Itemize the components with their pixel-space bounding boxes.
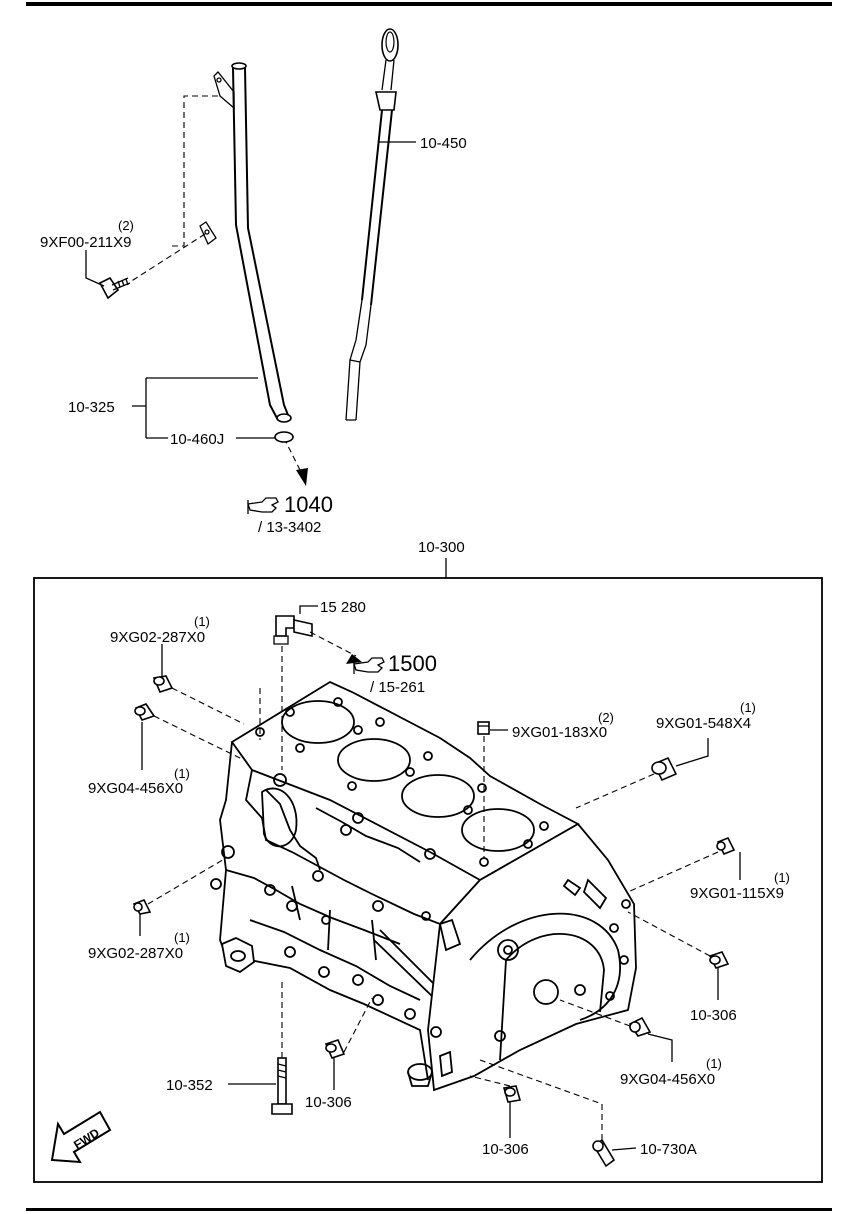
label-plug-f-qty: (1) [174,930,190,945]
label-assembly: 10-300 [418,539,465,556]
pin-bottom[interactable] [502,1085,522,1103]
tube-bolt[interactable] [98,276,131,300]
arrow-to-ref [346,654,362,664]
plug-g[interactable] [628,1016,652,1037]
plug-f[interactable] [132,898,152,915]
label-o-ring: 10-460J [170,431,224,448]
leader-tube-bracket [132,377,258,439]
dashed-guide [283,437,301,471]
pin-front[interactable] [324,1039,346,1059]
top-rule [26,2,832,6]
ref-1500[interactable]: 1500 / 15-261 [353,651,437,696]
svg-text:1500: 1500 [388,651,437,676]
label-plug-b-qty: (1) [174,766,190,781]
assembly-frame [33,577,823,1183]
dipstick[interactable] [345,28,399,421]
bottom-rule [26,1208,832,1211]
label-plug-b: 9XG04-456X0 [88,780,183,797]
engine-block [210,680,637,1092]
label-plug-e-qty: (1) [774,870,790,885]
label-plug-c: 9XG01-183X0 [512,724,607,741]
dashed-guide [172,95,218,247]
label-plug-g-qty: (1) [706,1056,722,1071]
leader-bolt [85,250,105,287]
hose-fitting[interactable] [273,615,313,645]
dashed-guides [147,631,719,1140]
plug-b[interactable] [134,703,156,721]
label-plug-e: 9XG01-115X9 [690,885,784,902]
label-plug-d-qty: (1) [740,700,756,715]
dashed-guide [129,233,206,283]
plug-d[interactable] [651,756,678,782]
pointing-hand-icon [247,497,279,514]
block-bolt[interactable] [271,1057,293,1115]
label-bolt-qty: (2) [118,218,134,233]
ref-1040[interactable]: 1040 / 13-3402 [247,492,333,536]
svg-text:/ 15-261: / 15-261 [370,679,425,696]
oil-jet[interactable] [592,1138,616,1168]
label-plug-d: 9XG01-548X4 [656,715,751,732]
label-plug-a: 9XG02-287X0 [110,629,205,646]
plug-a[interactable] [152,675,174,693]
pointing-hand-icon [353,657,385,674]
label-block-bolt: 10-352 [166,1077,213,1094]
label-plug-a-qty: (1) [194,614,210,629]
label-plug-c-qty: (2) [598,710,614,725]
svg-text:1040: 1040 [284,492,333,517]
label-bolt: 9XF00-211X9 [40,234,131,251]
label-pin-right: 10-306 [690,1007,737,1024]
label-pin-front: 10-306 [305,1094,352,1111]
pin-right[interactable] [708,951,730,969]
plug-c[interactable] [477,721,490,735]
arrow-to-ref [296,468,308,486]
label-plug-f: 9XG02-287X0 [88,945,183,962]
dipstick-tube[interactable] [199,62,292,423]
fwd-arrow-icon: FWD [50,1110,112,1164]
leader-lines [139,605,741,1151]
label-pin-bottom: 10-306 [482,1141,529,1158]
plug-e[interactable] [716,836,736,856]
label-dipstick: 10-450 [420,135,467,152]
label-oil-jet: 10-730A [640,1141,697,1158]
label-plug-g: 9XG04-456X0 [620,1071,715,1088]
o-ring[interactable] [274,431,294,443]
label-dipstick-tube: 10-325 [68,399,115,416]
svg-text:/ 13-3402: / 13-3402 [258,519,321,536]
label-hose-fitting: 15 280 [320,599,366,616]
